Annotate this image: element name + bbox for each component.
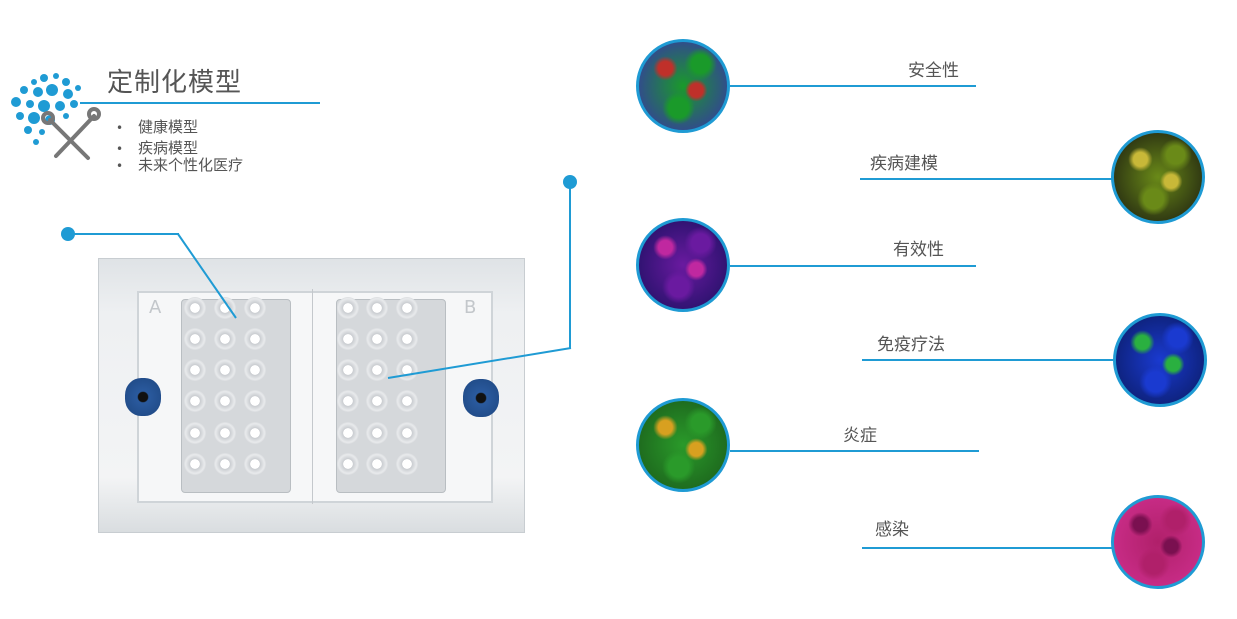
model-list: •健康模型 •疾病模型 •未来个性化医疗 xyxy=(116,117,243,176)
section-title: 定制化模型 xyxy=(107,68,243,98)
cell-micrograph-image xyxy=(1111,495,1205,589)
culture-well xyxy=(337,453,359,475)
culture-well xyxy=(244,359,266,381)
culture-well xyxy=(337,297,359,319)
culture-well xyxy=(337,390,359,412)
culture-well xyxy=(396,328,418,350)
chamber-label-b: B xyxy=(464,297,477,318)
bubble-cluster-icon xyxy=(11,73,101,160)
feature-connector-line xyxy=(860,178,1112,180)
culture-well xyxy=(244,328,266,350)
culture-well xyxy=(214,453,236,475)
feature-label: 疾病建模 xyxy=(870,154,938,174)
list-item: •疾病模型 xyxy=(116,139,199,157)
feature-connector-line xyxy=(862,359,1113,361)
list-item: •未来个性化医疗 xyxy=(116,156,244,174)
blue-cap-right xyxy=(463,379,499,417)
culture-well xyxy=(184,359,206,381)
culture-well xyxy=(214,422,236,444)
chamber-divider xyxy=(312,289,313,504)
customization-logo xyxy=(6,68,101,163)
culture-well xyxy=(366,453,388,475)
culture-well xyxy=(214,297,236,319)
cell-micrograph-image xyxy=(636,398,730,492)
culture-well xyxy=(244,297,266,319)
culture-well xyxy=(396,390,418,412)
feature-label: 有效性 xyxy=(893,240,944,260)
culture-well xyxy=(396,297,418,319)
culture-well xyxy=(337,422,359,444)
culture-well xyxy=(366,390,388,412)
feature-connector-line xyxy=(730,265,976,267)
culture-well xyxy=(366,328,388,350)
culture-well xyxy=(184,422,206,444)
culture-well xyxy=(396,422,418,444)
culture-well xyxy=(214,328,236,350)
organ-chip-plate-image: A B xyxy=(98,258,525,533)
culture-well xyxy=(184,390,206,412)
cell-micrograph-image xyxy=(1111,130,1205,224)
culture-well xyxy=(244,453,266,475)
feature-label: 安全性 xyxy=(908,61,959,81)
cell-micrograph-image xyxy=(636,218,730,312)
culture-well xyxy=(366,422,388,444)
feature-connector-line xyxy=(730,85,976,87)
chamber-label-a: A xyxy=(149,297,162,318)
culture-well xyxy=(396,453,418,475)
culture-well xyxy=(184,328,206,350)
blue-cap-left xyxy=(125,378,161,416)
connector-line-left xyxy=(68,233,179,235)
feature-connector-line xyxy=(862,547,1113,549)
culture-well xyxy=(366,297,388,319)
culture-well xyxy=(337,359,359,381)
culture-well xyxy=(337,328,359,350)
culture-well xyxy=(244,422,266,444)
cell-micrograph-image xyxy=(1113,313,1207,407)
feature-label: 感染 xyxy=(875,520,909,540)
list-item: •健康模型 xyxy=(116,118,199,136)
culture-well xyxy=(366,359,388,381)
title-underline xyxy=(80,102,320,104)
culture-well xyxy=(184,453,206,475)
connector-line-right xyxy=(569,182,571,349)
culture-well xyxy=(214,390,236,412)
culture-well xyxy=(244,390,266,412)
cell-micrograph-image xyxy=(636,39,730,133)
feature-connector-line xyxy=(730,450,979,452)
culture-well xyxy=(184,297,206,319)
feature-label: 炎症 xyxy=(843,426,877,446)
feature-label: 免疫疗法 xyxy=(877,335,945,355)
culture-well xyxy=(214,359,236,381)
